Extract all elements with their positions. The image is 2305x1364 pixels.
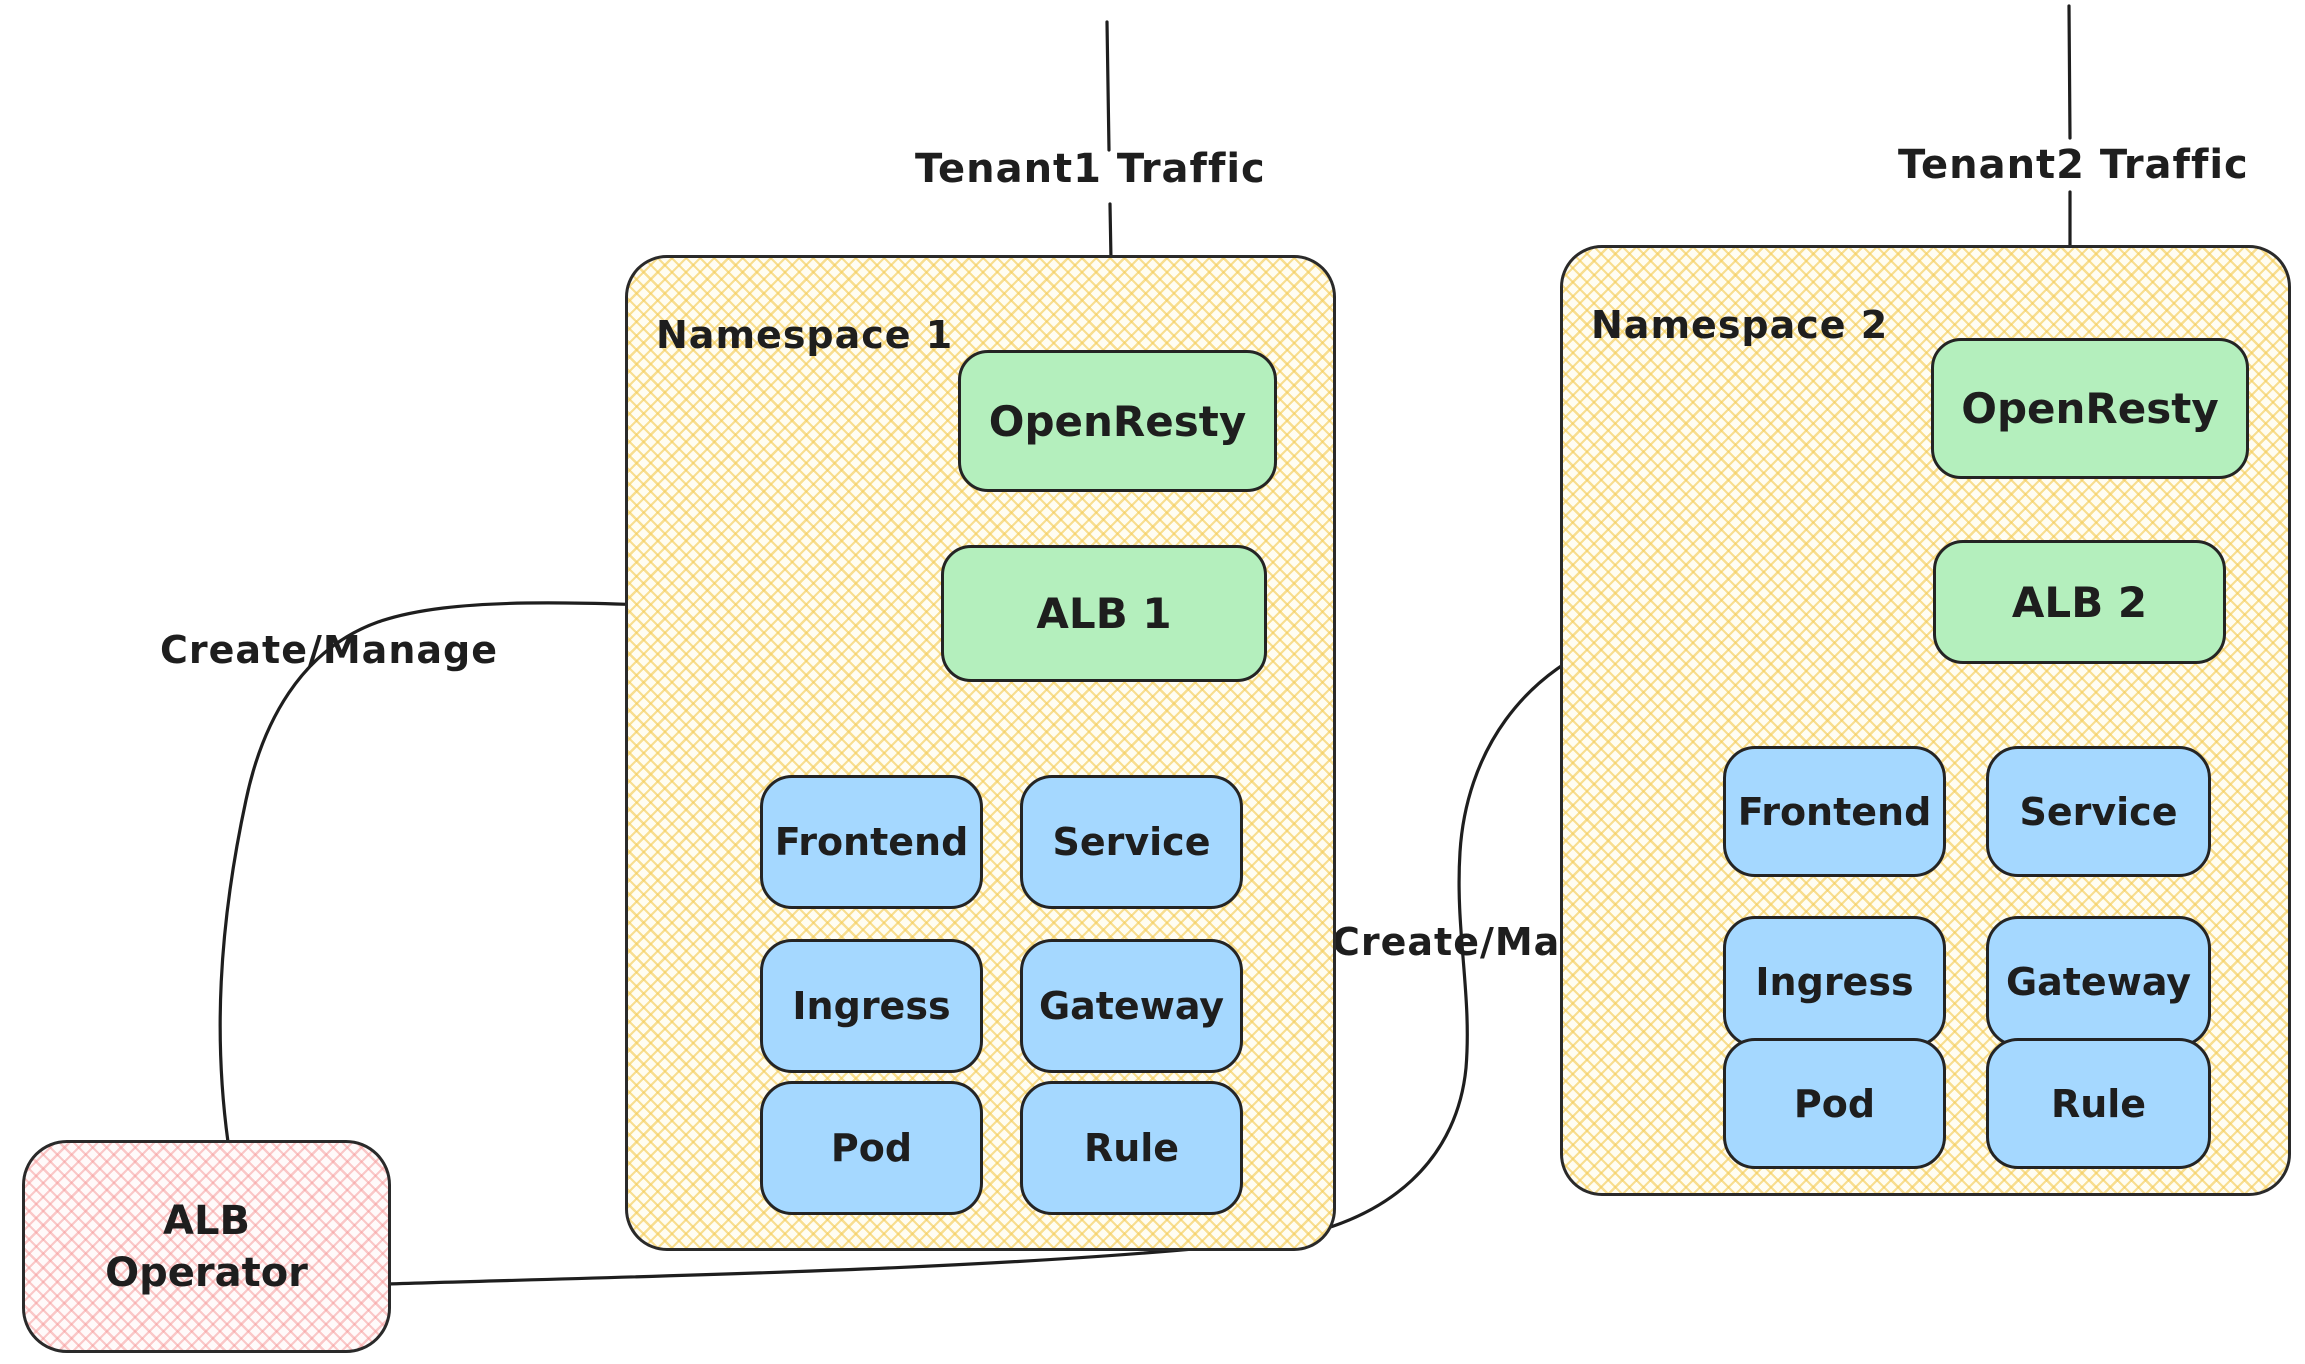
alb-operator-label-line2: Operator (105, 1249, 308, 1296)
namespace-2-resource-pod: Pod (1723, 1038, 1946, 1169)
namespace-1-resource-gateway: Gateway (1020, 939, 1243, 1073)
namespace-2-resource-service: Service (1986, 746, 2211, 877)
namespace-2-resource-gateway: Gateway (1986, 916, 2211, 1047)
namespace-1-openresty-box: OpenResty (958, 350, 1277, 492)
namespace-1-resource-ingress: Ingress (760, 939, 983, 1073)
namespace-1-resource-service: Service (1020, 775, 1243, 909)
namespace-1-resource-frontend: Frontend (760, 775, 983, 909)
namespace-2-resource-frontend: Frontend (1723, 746, 1946, 877)
tenant2-traffic-label: Tenant2 Traffic (1898, 142, 2249, 188)
namespace-2-container: Namespace 2 OpenResty ALB 2 Frontend Ser… (1560, 245, 2291, 1196)
alb-operator-box: ALB Operator (22, 1140, 391, 1353)
tenant1-traffic-label: Tenant1 Traffic (915, 146, 1266, 192)
namespace-1-title: Namespace 1 (656, 313, 954, 357)
alb-operator-label-line1: ALB (163, 1197, 250, 1244)
namespace-1-alb-box: ALB 1 (941, 545, 1267, 682)
namespace-1-container: Namespace 1 OpenResty ALB 1 Frontend Ser… (625, 255, 1336, 1251)
namespace-1-resource-rule: Rule (1020, 1081, 1243, 1215)
namespace-2-alb-box: ALB 2 (1933, 540, 2226, 664)
namespace-2-resource-rule: Rule (1986, 1038, 2211, 1169)
namespace-1-resource-pod: Pod (760, 1081, 983, 1215)
namespace-2-title: Namespace 2 (1591, 303, 1889, 347)
namespace-2-resource-ingress: Ingress (1723, 916, 1946, 1047)
namespace-2-openresty-box: OpenResty (1931, 338, 2249, 479)
create-manage-label-left: Create/Manage (160, 628, 498, 672)
